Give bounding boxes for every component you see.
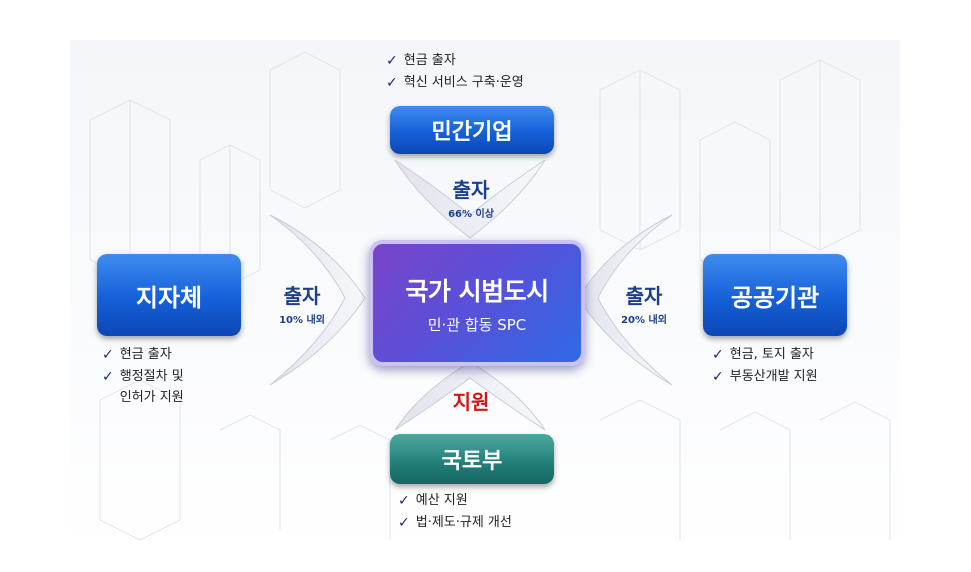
arrow-left-label: 출자 10% 내외 bbox=[279, 284, 325, 326]
check-icon: ✓ bbox=[386, 53, 398, 69]
right-node-list: ✓현금, 토지 출자 ✓부동산개발 지원 bbox=[712, 344, 818, 388]
national-pilot-city-spc: 국가 시범도시 민·관 합동 SPC bbox=[369, 240, 585, 366]
top-node-list: ✓현금 출자 ✓혁신 서비스 구축·운영 bbox=[386, 50, 524, 94]
private-company-box: 민간기업 bbox=[390, 106, 554, 154]
check-icon: ✓ bbox=[712, 369, 724, 385]
list-item: ✓부동산개발 지원 bbox=[712, 366, 818, 388]
arrow-left bbox=[269, 214, 366, 386]
arrow-bottom bbox=[394, 361, 546, 431]
list-item: ✓현금, 토지 출자 bbox=[712, 344, 818, 366]
list-item: ✓예산 지원 bbox=[398, 490, 512, 512]
list-item: ✓행정절차 및 인허가 지원 bbox=[102, 366, 184, 408]
arrow-right-label: 출자 20% 내외 bbox=[621, 284, 667, 326]
list-item: ✓혁신 서비스 구축·운영 bbox=[386, 72, 524, 94]
list-item: ✓현금 출자 bbox=[102, 344, 184, 366]
arrow-bottom-label: 지원 bbox=[452, 390, 490, 414]
arrow-top bbox=[394, 159, 546, 239]
list-item: ✓법·제도·규제 개선 bbox=[398, 512, 512, 534]
list-item: ✓현금 출자 bbox=[386, 50, 524, 72]
check-icon: ✓ bbox=[102, 369, 114, 385]
check-icon: ✓ bbox=[386, 75, 398, 91]
local-government-box: 지자체 bbox=[97, 254, 241, 336]
check-icon: ✓ bbox=[712, 347, 724, 363]
check-icon: ✓ bbox=[398, 493, 410, 509]
public-institution-box: 공공기관 bbox=[703, 254, 847, 336]
arrow-top-label: 출자 66% 이상 bbox=[448, 178, 494, 220]
arrow-right bbox=[577, 214, 673, 386]
center-title: 국가 시범도시 bbox=[405, 276, 549, 306]
center-subtitle: 민·관 합동 SPC bbox=[427, 315, 527, 334]
ministry-box: 국토부 bbox=[390, 434, 554, 484]
bottom-node-list: ✓예산 지원 ✓법·제도·규제 개선 bbox=[398, 490, 512, 534]
check-icon: ✓ bbox=[102, 347, 114, 363]
left-node-list: ✓현금 출자 ✓행정절차 및 인허가 지원 bbox=[102, 344, 184, 408]
check-icon: ✓ bbox=[398, 515, 410, 531]
